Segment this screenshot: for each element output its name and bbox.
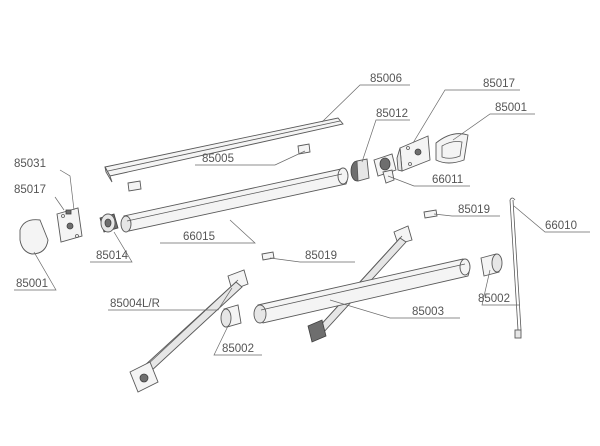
part-mounting-bracket-left [56,207,83,243]
label-66010: 66010 [545,220,577,232]
label-66011: 66011 [432,174,463,186]
leader-lines [14,84,590,356]
part-folding-arm-left [129,269,249,393]
part-end-cap-right [435,133,469,164]
part-cover-clips [127,143,311,192]
label-85004lr: 85004L/R [110,298,160,310]
label-85002-right: 85002 [478,293,510,305]
label-85017-top: 85017 [483,78,515,90]
label-66015: 66015 [183,231,215,243]
part-crank-rod [509,197,522,339]
label-85006: 85006 [370,73,402,85]
part-tube-end-plug [99,213,119,233]
part-roller-tube [120,167,349,233]
label-85002-left: 85002 [222,343,254,355]
part-cover-profile [104,117,344,183]
label-85005: 85005 [202,153,234,165]
label-85031: 85031 [14,158,46,170]
label-85003: 85003 [412,306,444,318]
part-gear-assembly [350,153,397,184]
label-85001-left: 85001 [16,278,48,290]
part-labels: 85006 85012 85017 85001 85005 85031 8501… [14,73,577,355]
label-85001-top: 85001 [495,102,527,114]
part-front-bar-end-caps [220,253,503,328]
part-front-bar [253,258,471,324]
label-85019-right: 85019 [458,204,490,216]
label-85017-left: 85017 [14,184,46,196]
label-85014: 85014 [96,250,129,262]
label-85019-mid: 85019 [305,250,337,262]
part-mounting-bracket-right [396,135,431,172]
part-end-cap-left [19,219,49,255]
label-85012: 85012 [376,108,408,120]
